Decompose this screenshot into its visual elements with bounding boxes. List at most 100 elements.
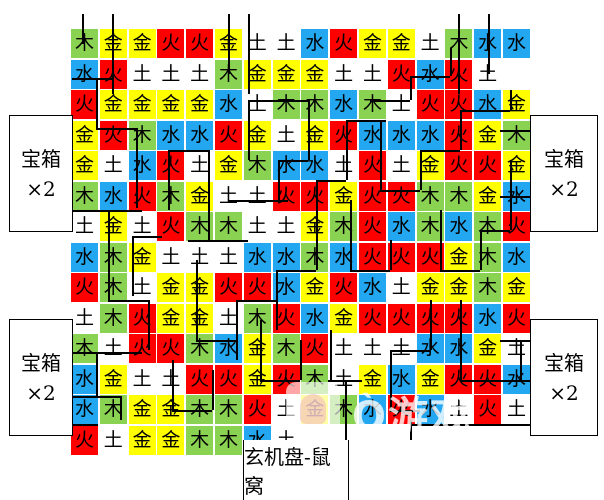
grid-cell[interactable]: 水 [70, 241, 99, 273]
grid-cell[interactable]: 火 [271, 180, 301, 212]
grid-cell[interactable]: 水 [502, 363, 531, 395]
grid-cell[interactable]: 火 [329, 28, 359, 59]
grid-cell[interactable]: 木 [242, 150, 272, 181]
grid-cell[interactable]: 金 [127, 424, 157, 456]
grid-cell[interactable]: 土 [271, 394, 301, 425]
grid-cell[interactable]: 金 [214, 150, 243, 181]
grid-cell[interactable]: 水 [242, 241, 272, 273]
grid-cell[interactable]: 金 [242, 333, 272, 364]
grid-cell[interactable]: 木 [214, 394, 243, 425]
grid-cell[interactable]: 水 [329, 241, 359, 273]
grid-cell[interactable]: 金 [300, 211, 330, 242]
grid-cell[interactable]: 水 [271, 241, 301, 273]
grid-cell[interactable]: 火 [329, 272, 359, 303]
grid-cell[interactable]: 土 [156, 241, 186, 273]
grid-cell[interactable]: 水 [70, 58, 99, 90]
grid-cell[interactable]: 木 [329, 394, 359, 425]
grid-cell[interactable]: 木 [70, 333, 99, 364]
grid-cell[interactable]: 土 [127, 58, 157, 90]
grid-cell[interactable]: 土 [415, 28, 445, 59]
grid-cell[interactable]: 火 [473, 150, 503, 181]
grid-cell[interactable]: 火 [444, 89, 474, 120]
grid-cell[interactable]: 水 [300, 28, 330, 59]
grid-cell[interactable]: 火 [444, 302, 474, 334]
grid-cell[interactable]: 水 [502, 28, 531, 59]
grid-cell[interactable]: 金 [300, 58, 330, 90]
grid-cell[interactable]: 金 [70, 119, 99, 151]
grid-cell[interactable]: 水 [444, 333, 474, 364]
grid-cell[interactable]: 水 [473, 28, 503, 59]
grid-cell[interactable]: 火 [70, 89, 99, 120]
grid-cell[interactable]: 水 [358, 394, 387, 425]
grid-cell[interactable]: 火 [70, 424, 99, 456]
grid-cell[interactable]: 木 [127, 119, 157, 151]
grid-cell[interactable]: 水 [214, 333, 243, 364]
grid-cell[interactable]: 水 [386, 363, 416, 395]
grid-cell[interactable]: 木 [98, 241, 128, 273]
grid-cell[interactable]: 水 [473, 89, 503, 120]
grid-cell[interactable]: 木 [473, 211, 503, 242]
grid-cell[interactable]: 金 [156, 394, 186, 425]
grid-cell[interactable]: 水 [415, 58, 445, 90]
grid-cell[interactable]: 土 [271, 119, 301, 151]
grid-cell[interactable]: 水 [415, 394, 445, 425]
grid-cell[interactable]: 土 [214, 302, 243, 334]
grid-cell[interactable]: 火 [358, 180, 387, 212]
grid-cell[interactable]: 土 [386, 89, 416, 120]
grid-cell[interactable]: 火 [444, 363, 474, 395]
grid-cell[interactable]: 火 [185, 363, 215, 395]
grid-cell[interactable]: 火 [386, 302, 416, 334]
grid-cell[interactable]: 火 [473, 363, 503, 395]
grid-cell[interactable]: 木 [98, 302, 128, 334]
grid-cell[interactable]: 金 [156, 302, 186, 334]
grid-cell[interactable]: 水 [358, 272, 387, 303]
grid-cell[interactable]: 土 [329, 150, 359, 181]
grid-cell[interactable]: 金 [444, 241, 474, 273]
grid-cell[interactable]: 火 [185, 28, 215, 59]
grid-cell[interactable]: 水 [358, 119, 387, 151]
grid-cell[interactable]: 水 [444, 211, 474, 242]
grid-cell[interactable]: 火 [502, 211, 531, 242]
grid-cell[interactable]: 金 [300, 272, 330, 303]
grid-cell[interactable]: 水 [415, 119, 445, 151]
grid-cell[interactable]: 土 [242, 211, 272, 242]
grid-cell[interactable]: 金 [127, 89, 157, 120]
grid-cell[interactable]: 木 [185, 424, 215, 456]
grid-cell[interactable]: 金 [127, 28, 157, 59]
grid-cell[interactable]: 土 [242, 28, 272, 59]
grid-cell[interactable]: 土 [156, 363, 186, 395]
grid-cell[interactable]: 土 [358, 333, 387, 364]
grid-cell[interactable]: 金 [156, 272, 186, 303]
grid-cell[interactable]: 水 [156, 119, 186, 151]
grid-cell[interactable]: 土 [214, 180, 243, 212]
grid-cell[interactable]: 金 [242, 119, 272, 151]
grid-cell[interactable]: 木 [98, 272, 128, 303]
grid-cell[interactable]: 水 [214, 89, 243, 120]
grid-cell[interactable]: 木 [473, 272, 503, 303]
grid-cell[interactable]: 土 [473, 58, 503, 90]
grid-cell[interactable]: 金 [415, 363, 445, 395]
grid-cell[interactable]: 水 [271, 150, 301, 181]
grid-cell[interactable]: 火 [358, 150, 387, 181]
grid-cell[interactable]: 火 [127, 180, 157, 212]
grid-cell[interactable]: 水 [386, 119, 416, 151]
grid-cell[interactable]: 火 [300, 180, 330, 212]
grid-cell[interactable]: 木 [70, 28, 99, 59]
grid-cell[interactable]: 水 [127, 150, 157, 181]
grid-cell[interactable]: 木 [300, 241, 330, 273]
grid-cell[interactable]: 木 [70, 180, 99, 212]
grid-cell[interactable]: 火 [70, 272, 99, 303]
grid-cell[interactable]: 水 [473, 302, 503, 334]
grid-cell[interactable]: 金 [473, 180, 503, 212]
grid-cell[interactable]: 木 [300, 363, 330, 395]
grid-cell[interactable]: 水 [300, 302, 330, 334]
grid-cell[interactable]: 金 [473, 119, 503, 151]
grid-cell[interactable]: 土 [214, 241, 243, 273]
grid-cell[interactable]: 金 [242, 363, 272, 395]
grid-cell[interactable]: 火 [502, 302, 531, 334]
grid-cell[interactable]: 水 [502, 241, 531, 273]
grid-cell[interactable]: 火 [156, 28, 186, 59]
grid-cell[interactable]: 火 [127, 333, 157, 364]
grid-cell[interactable]: 土 [329, 58, 359, 90]
grid-cell[interactable]: 金 [502, 150, 531, 181]
